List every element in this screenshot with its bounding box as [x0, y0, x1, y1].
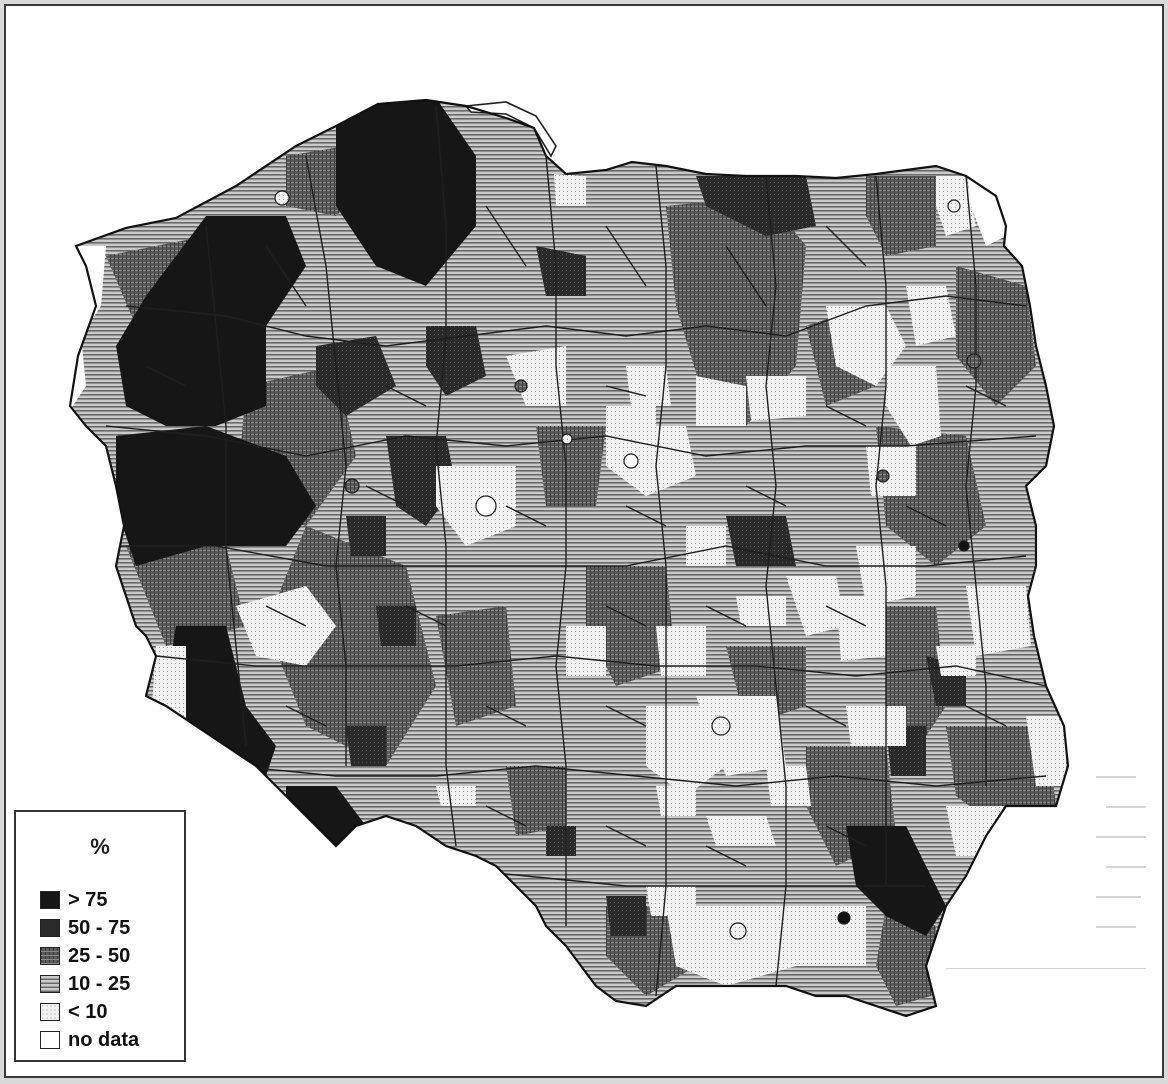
coast-peninsula — [464, 101, 557, 158]
page-bleed-through — [946, 696, 1156, 1026]
legend-label: 10 - 25 — [68, 972, 131, 995]
legend-label: 50 - 75 — [68, 916, 131, 939]
county-borders — [105, 105, 1047, 997]
legend-swatch-dense-dark — [40, 919, 60, 937]
legend-swatch-light-dots — [40, 1003, 60, 1021]
legend-title: % — [90, 834, 110, 859]
legend-label: < 10 — [68, 1000, 108, 1023]
legend-item-50-75: 50 - 75 — [40, 914, 184, 942]
legend-swatch-grid-mid — [40, 947, 60, 965]
map-frame: % > 75 50 - 75 25 - 50 10 - 25 < 10 no d… — [4, 4, 1164, 1078]
legend-swatch-horizontal-lines — [40, 975, 60, 993]
legend-item-lt10: < 10 — [40, 998, 184, 1026]
poland-choropleth-map — [68, 98, 1070, 1018]
legend-label: no data — [68, 1028, 140, 1051]
legend-swatch-white — [40, 1031, 60, 1049]
legend-item-no-data: no data — [40, 1026, 184, 1054]
legend-label: > 75 — [68, 888, 108, 911]
legend-swatch-solid-black — [40, 891, 60, 909]
legend-item-25-50: 25 - 50 — [40, 942, 184, 970]
legend-item-10-25: 10 - 25 — [40, 970, 184, 998]
map-legend: % > 75 50 - 75 25 - 50 10 - 25 < 10 no d… — [14, 810, 186, 1062]
city-enclaves — [274, 190, 982, 940]
legend-label: 25 - 50 — [68, 944, 131, 967]
legend-item-gt75: > 75 — [40, 886, 184, 914]
